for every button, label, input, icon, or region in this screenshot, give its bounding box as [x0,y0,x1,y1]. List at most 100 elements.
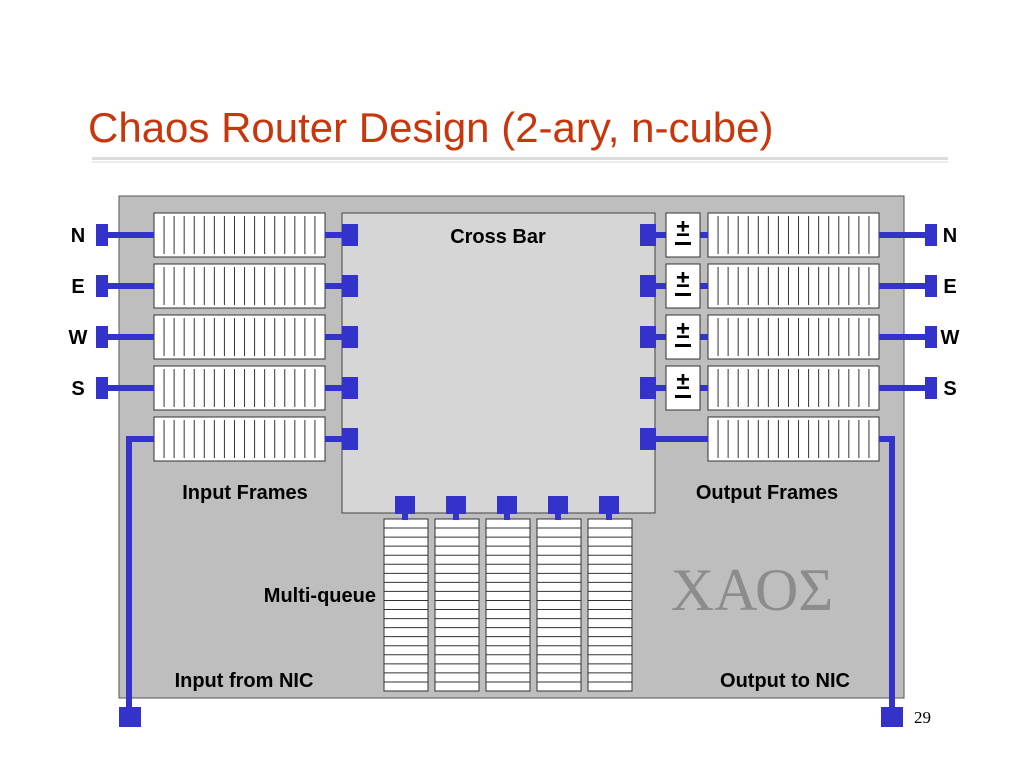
port-pin-left [96,275,108,297]
frame-to-crossbar-wire [325,436,345,442]
plus-minus-symbol: ± [676,368,689,395]
queue-connector [599,496,619,514]
crossbar-output-pin [640,377,656,399]
multi-queue [383,518,633,692]
nic-output-wire-h [879,436,895,442]
slide-title: Chaos Router Design (2-ary, n-cube) [88,104,774,151]
output-to-nic-label: Output to NIC [720,670,850,692]
queue-column [383,518,429,692]
output-frame [707,212,880,258]
queue-connector [548,496,568,514]
port-label-left: E [71,276,84,298]
derouting-wire [700,385,708,391]
crossbar-output-pin [640,428,656,450]
chaos-greek-label: ΧΑΟΣ [671,557,833,623]
output-wire [879,283,925,289]
queue-connector [497,496,517,514]
queue-column [587,518,633,692]
port-pin-left [96,326,108,348]
nic-input-wire-h [126,436,154,442]
input-frames-label: Input Frames [182,482,308,504]
plus-minus-symbol: ± [676,317,689,344]
input-frame [153,212,326,258]
nic-output-wire [654,436,708,442]
output-frame [707,263,880,309]
port-pin-left [96,224,108,246]
nic-input-pin [119,707,141,727]
queue-wire [555,512,561,520]
derouting-wire [700,283,708,289]
frame-to-crossbar-wire [325,334,345,340]
crossbar [341,212,656,514]
queue-wire [504,512,510,520]
input-wire [108,385,154,391]
port-pin-right [925,224,937,246]
crossbar-output-wire [654,385,666,391]
queue-column [485,518,531,692]
input-frame [153,314,326,360]
input-frame [153,263,326,309]
crossbar-input-pin [342,275,358,297]
output-wire [879,232,925,238]
derouting-buffer: ± [665,212,701,258]
port-pin-right [925,326,937,348]
port-label-left: W [69,327,88,349]
plus-minus-symbol: ± [676,266,689,293]
port-label-left: S [71,378,84,400]
derouting-buffer: ± [665,365,701,411]
crossbar-output-pin [640,224,656,246]
frame-to-crossbar-wire [325,283,345,289]
crossbar-output-pin [640,275,656,297]
page-number: 29 [914,708,931,727]
input-frame [153,365,326,411]
output-frame [707,314,880,360]
port-pin-left [96,377,108,399]
frame-to-crossbar-wire [325,232,345,238]
derouting-wire [700,232,708,238]
nic-input-wire-v [126,436,132,709]
derouting-buffer: ± [665,314,701,360]
title-underline-shadow [92,161,948,163]
port-label-right: W [941,327,960,349]
port-pin-right [925,275,937,297]
output-frame [707,416,880,462]
crossbar-output-wire [654,232,666,238]
nic-output-pin [881,707,903,727]
crossbar-output-pin [640,326,656,348]
derouting-buffer: ± [665,263,701,309]
queue-column [434,518,480,692]
queue-wire [453,512,459,520]
crossbar-label: Cross Bar [450,226,546,248]
port-label-right: E [943,276,956,298]
queue-column [536,518,582,692]
frame-to-crossbar-wire [325,385,345,391]
crossbar-output-wire [654,283,666,289]
nic-output-wire-v [889,436,895,709]
output-wire [879,385,925,391]
port-label-right: S [943,378,956,400]
crossbar-input-pin [342,224,358,246]
output-frame [707,365,880,411]
title-underline [92,157,948,160]
output-frames [707,212,880,462]
input-wire [108,283,154,289]
queue-connector [446,496,466,514]
input-frame [153,416,326,462]
wires [96,224,937,727]
input-frames [153,212,326,462]
plus-minus-symbol: ± [676,215,689,242]
queue-connector [395,496,415,514]
input-wire [108,334,154,340]
output-frames-label: Output Frames [696,482,838,504]
port-label-left: N [71,225,85,247]
input-from-nic-label: Input from NIC [175,670,314,692]
crossbar-input-pin [342,377,358,399]
multi-queue-label: Multi-queue [264,585,376,607]
port-pin-right [925,377,937,399]
crossbar-output-wire [654,334,666,340]
derouting-wire [700,334,708,340]
crossbar-input-pin [342,326,358,348]
queue-wire [606,512,612,520]
